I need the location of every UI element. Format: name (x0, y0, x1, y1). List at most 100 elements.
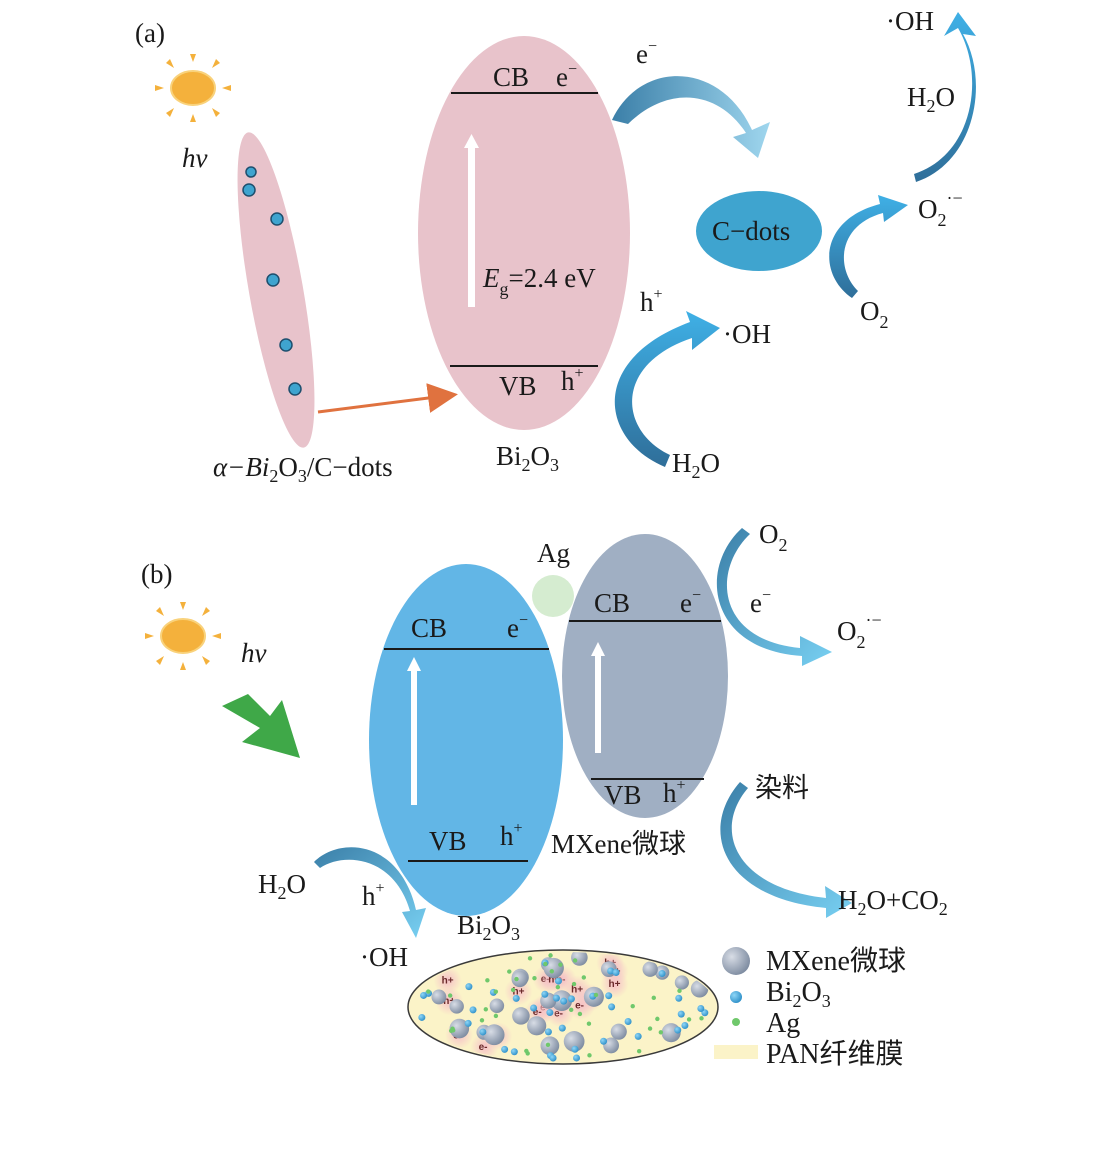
mxene-sphere (603, 1037, 620, 1054)
superoxide-arrow-a (829, 195, 908, 298)
bi2o3-dot (558, 1024, 566, 1032)
superoxide-label-b: O2·− (837, 610, 882, 652)
bi2o3-dot (544, 1028, 552, 1036)
bi2o3-dot (605, 992, 613, 1000)
ag-dot (658, 1030, 664, 1035)
cdots-label: C−dots (712, 216, 790, 246)
ag-dot (558, 962, 563, 967)
mxene-sphere (449, 999, 464, 1014)
electron-transfer-label: e− (636, 38, 657, 69)
ag-dot (636, 1048, 642, 1054)
ag-dot (571, 981, 577, 987)
h2o-top-label: H2O (907, 82, 955, 116)
ag-dot (549, 969, 555, 974)
bi2o3-dot (541, 990, 549, 998)
sun-icon (155, 54, 231, 122)
ag-dot (524, 1048, 529, 1054)
cb-label-b-left: CB (411, 613, 447, 643)
bi2o3-dot (674, 1026, 682, 1034)
mxene-sphere (690, 980, 709, 998)
mxene-sphere (512, 1007, 530, 1025)
oh-generation-arrow-b (314, 847, 426, 938)
charge-tag: e- (479, 1042, 488, 1053)
ag-dot (543, 961, 548, 967)
bi2o3-band-a (418, 36, 630, 430)
bi2o3-dot (464, 1019, 472, 1027)
mxene-sphere (563, 1031, 585, 1052)
bi2o3-dot (573, 1054, 581, 1062)
bi2o3-dot (510, 1048, 518, 1056)
charge-tag: h+ (513, 986, 525, 997)
composite-particle (237, 132, 315, 448)
charge-tag: h+ (443, 996, 455, 1007)
bi2o3-dot (554, 977, 562, 985)
vb-label-b-right: VB (604, 780, 642, 810)
ag-dot (630, 1003, 635, 1009)
legend-ag-icon (732, 1018, 740, 1026)
ag-dot (647, 1026, 653, 1031)
charge-tag: h+ (571, 984, 583, 995)
bi2o3-dot (677, 1010, 685, 1018)
hv-label-b: hv (241, 638, 267, 668)
oh-mid-label: ·OH (723, 319, 771, 349)
bi2o3-dot (612, 969, 620, 977)
ag-dot (677, 988, 682, 994)
h2o-bottom-label: H2O (672, 448, 720, 482)
legend-ag-label: Ag (766, 1008, 800, 1039)
oh-label-b: ·OH (360, 942, 408, 972)
ag-dot (548, 953, 553, 958)
vb-hole-a: h+ (561, 365, 584, 396)
ag-dot (545, 1042, 551, 1048)
vb-label-a: VB (499, 371, 537, 401)
charge-tag: e- (554, 1008, 563, 1019)
mxene-sphere (527, 1016, 547, 1036)
ag-dot (655, 1016, 660, 1022)
bi2o3-dot (552, 994, 560, 1002)
hole-label-b: h+ (362, 880, 385, 911)
superoxide-label-a: O2·− (918, 188, 963, 230)
ag-dot (510, 987, 516, 993)
ag-dot (447, 993, 453, 998)
bi2o3-dot (465, 983, 473, 991)
oh-generation-arrow-top (914, 12, 976, 182)
ag-dot (426, 989, 431, 994)
bi2o3-dot (624, 1017, 632, 1025)
bi2o3-dot (479, 1028, 487, 1036)
vb-label-b-left: VB (429, 826, 467, 856)
mxene-sphere (511, 970, 528, 988)
bi2o3-dot (681, 1022, 689, 1030)
excitation-arrow-a (464, 134, 479, 307)
bi2o3-dot (634, 1032, 642, 1040)
bi2o3-label-a: Bi2O3 (496, 441, 559, 475)
h2o-label-b: H2O (258, 869, 306, 903)
hole-label-a: h+ (640, 286, 663, 317)
mxene-sphere (674, 975, 689, 990)
bi2o3-dot (546, 1009, 554, 1017)
vb-hole-b-right: h+ (663, 777, 686, 808)
excitation-arrow-b-left (407, 657, 421, 805)
ag-dot (514, 976, 519, 982)
ag-dot (493, 1013, 499, 1019)
bi2o3-dot (567, 995, 575, 1003)
ag-dot (555, 984, 561, 990)
composite-label: α−Bi2O3/C−dots (213, 452, 393, 486)
bi2o3-dot (549, 1054, 557, 1062)
bi2o3-dot (501, 1045, 509, 1053)
cb-electron-b-right: e− (680, 587, 701, 618)
charge-tag: e- (575, 1001, 584, 1012)
ag-dot (507, 969, 512, 974)
oh-top-label: ·OH (886, 6, 934, 36)
bi2o3-dot (512, 994, 520, 1002)
bi2o3-dot (600, 1037, 608, 1045)
ag-dot (586, 1021, 592, 1026)
vb-hole-b-left: h+ (500, 820, 523, 851)
bi2o3-dot (420, 991, 428, 999)
bi2o3-dot (418, 1013, 426, 1021)
mxene-band (562, 534, 728, 818)
legend: MXene微球 Bi2O3 Ag PAN纤维膜 (714, 945, 906, 1070)
panel-a-tag: (a) (135, 18, 165, 48)
bi2o3-dot (675, 994, 683, 1002)
oh-generation-arrow-a (614, 311, 720, 467)
ag-dot (479, 1018, 485, 1023)
dye-degradation-arrow (720, 782, 852, 918)
